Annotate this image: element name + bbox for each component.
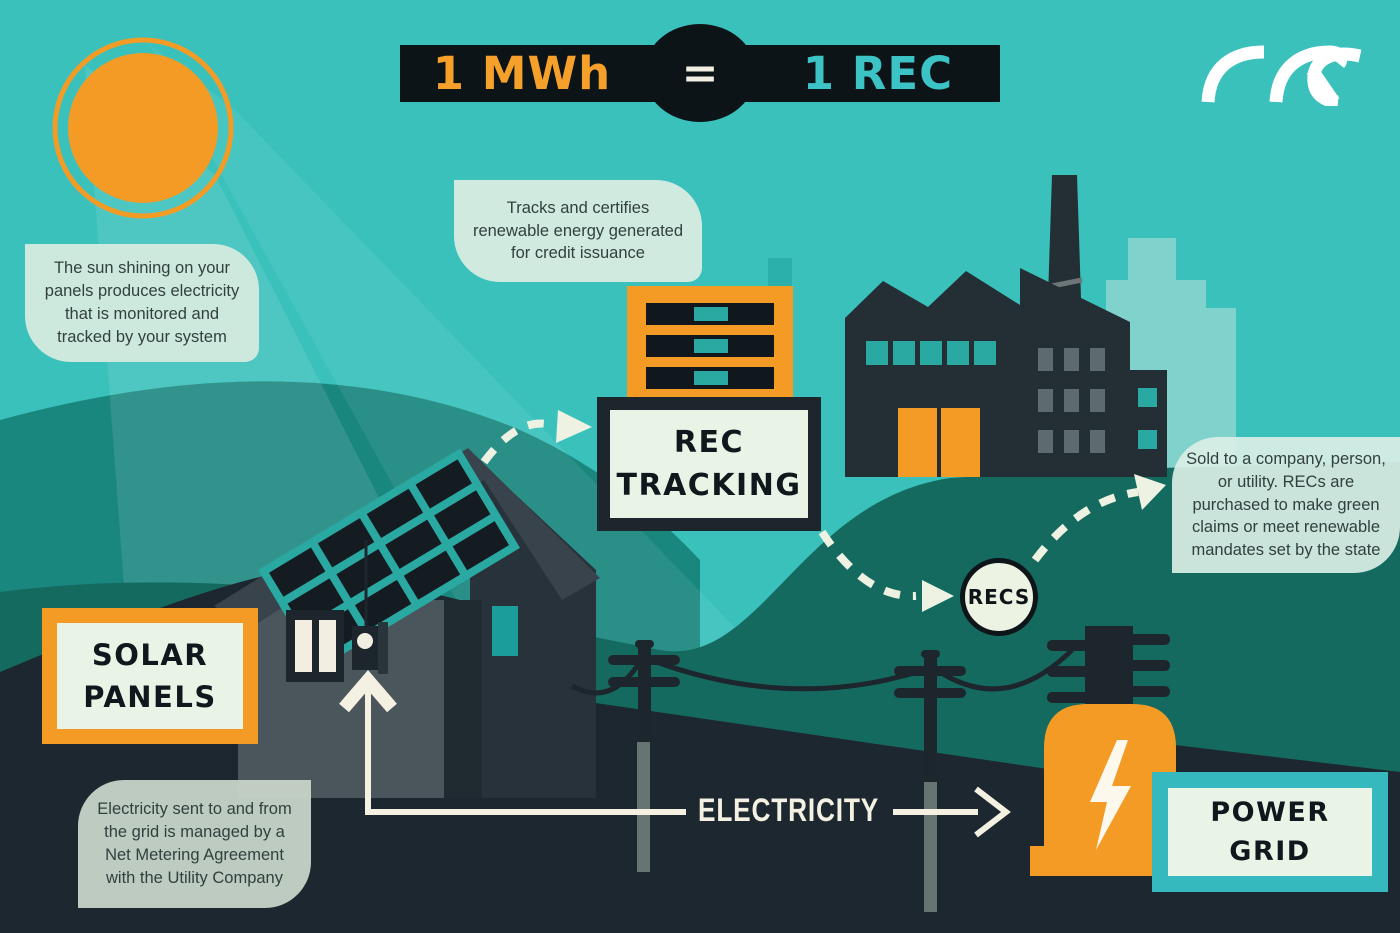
bubble-tracking-note: Tracks and certifies renewable energy ge… (454, 180, 702, 282)
equation-mwh: 1 MWh (432, 47, 612, 100)
equals-sign: = (681, 47, 719, 99)
bubble-sun-note: The sun shining on your panels produces … (25, 244, 259, 362)
solar-panels-sign: SOLAR PANELS (42, 608, 258, 744)
rec-tracking-label: REC TRACKING (610, 410, 808, 518)
sun-icon (52, 37, 234, 219)
factory-annex-windows (1138, 388, 1157, 449)
house-icon (214, 448, 600, 798)
fence-post (637, 742, 650, 872)
bubble-tracking-text: Tracks and certifies renewable energy ge… (472, 198, 684, 263)
right-arrow-icon (974, 786, 1011, 838)
bubble-sun-text: The sun shining on your panels produces … (44, 259, 240, 346)
arrow-tracking-to-recs (818, 529, 917, 601)
house-door-recess (444, 600, 482, 798)
equals-circle: = (644, 24, 756, 122)
power-grid-sign: POWER GRID (1152, 772, 1388, 892)
bubble-sold-note: Sold to a company, person, or utility. R… (1172, 437, 1400, 573)
solar-panels-label: SOLAR PANELS (57, 623, 243, 729)
factory-icon (845, 175, 1167, 477)
bubble-metering-note: Electricity sent to and from the grid is… (78, 780, 311, 908)
bubble-sold-text: Sold to a company, person, or utility. R… (1186, 450, 1386, 560)
electricity-label: ELECTRICITY (698, 792, 880, 828)
arc-logo-icon (1201, 45, 1362, 106)
power-lines (570, 648, 1074, 696)
recs-badge: RECS (960, 558, 1038, 636)
up-arrow-icon (339, 670, 397, 713)
factory-doors (898, 408, 980, 477)
electricity-flow-line (339, 670, 1011, 838)
power-grid-label: POWER GRID (1168, 788, 1372, 876)
bubble-metering-text: Electricity sent to and from the grid is… (97, 800, 292, 887)
rec-server-icon (627, 286, 793, 404)
recs-badge-label: RECS (967, 585, 1031, 609)
house-window (286, 610, 344, 682)
rec-tracking-sign: REC TRACKING (597, 397, 821, 531)
flow-arrowheads (556, 410, 1166, 612)
arrow-recs-to-sold (1031, 488, 1139, 563)
power-pole-icon (894, 650, 966, 805)
arrow-house-to-tracking (480, 419, 554, 465)
factory-windows-grey (1038, 348, 1105, 453)
factory-windows-teal (866, 341, 996, 365)
electric-meter-icon (352, 540, 388, 674)
lightning-bolt-icon (1090, 740, 1131, 850)
house-door-window (492, 606, 518, 656)
equation-rec: 1 REC (802, 47, 954, 100)
fence-post (924, 782, 937, 912)
flow-arrows (480, 419, 1139, 601)
